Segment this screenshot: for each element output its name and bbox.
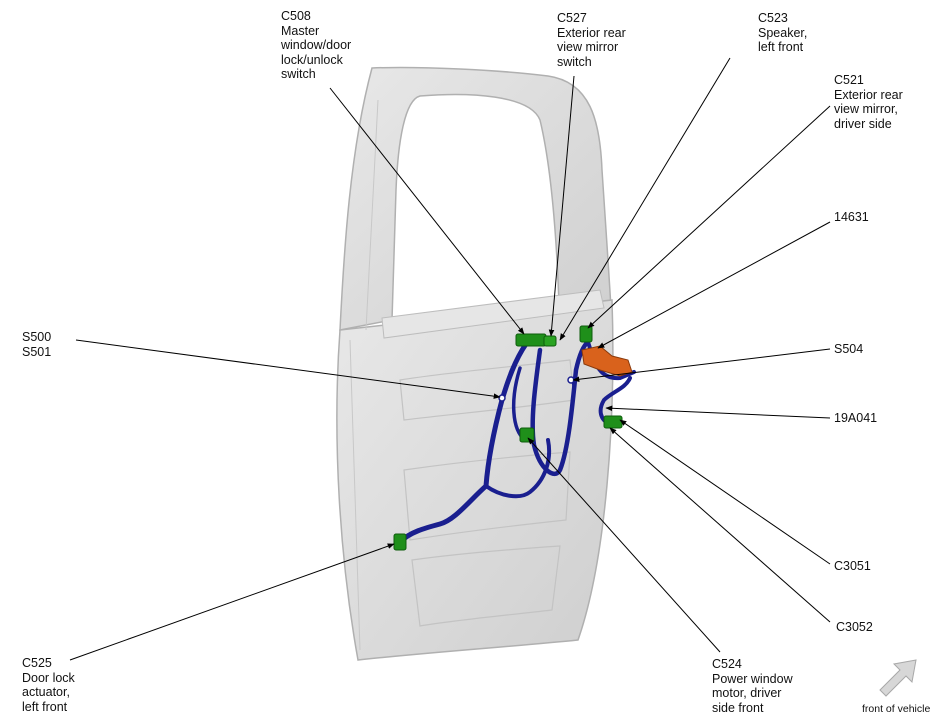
label-14631: 14631 xyxy=(834,210,869,224)
leader-s500 xyxy=(75,339,501,399)
splice-s500 xyxy=(498,394,506,402)
leader-c525 xyxy=(69,543,395,661)
leader-lines xyxy=(69,57,831,661)
front-of-vehicle-label: front of vehicle xyxy=(862,703,931,715)
leader-c3051 xyxy=(619,419,831,565)
leader-c524 xyxy=(527,437,721,653)
label-19a041: 19A041 xyxy=(834,411,878,425)
front-arrow-icon xyxy=(879,659,917,697)
door-outline xyxy=(336,66,614,661)
connector-14631 xyxy=(581,345,633,377)
leader-14631 xyxy=(597,221,831,349)
connector-c527 xyxy=(543,335,557,347)
label-c3052: C3052 xyxy=(836,620,873,634)
connector-c525 xyxy=(393,533,407,551)
leader-c523 xyxy=(559,57,731,341)
connector-c3051 xyxy=(603,415,623,429)
connector-c508 xyxy=(515,333,547,347)
label-c3051: C3051 xyxy=(834,559,871,573)
connector-c524 xyxy=(519,427,535,443)
connectors xyxy=(393,325,633,551)
leader-c521 xyxy=(587,105,831,329)
connector-c521 xyxy=(579,325,593,343)
leader-19a041 xyxy=(605,405,831,419)
leader-s504 xyxy=(572,348,831,383)
label-s504: S504 xyxy=(834,342,864,356)
leader-c508 xyxy=(329,87,525,335)
leader-c527 xyxy=(548,75,575,337)
leader-c3052 xyxy=(609,427,831,623)
